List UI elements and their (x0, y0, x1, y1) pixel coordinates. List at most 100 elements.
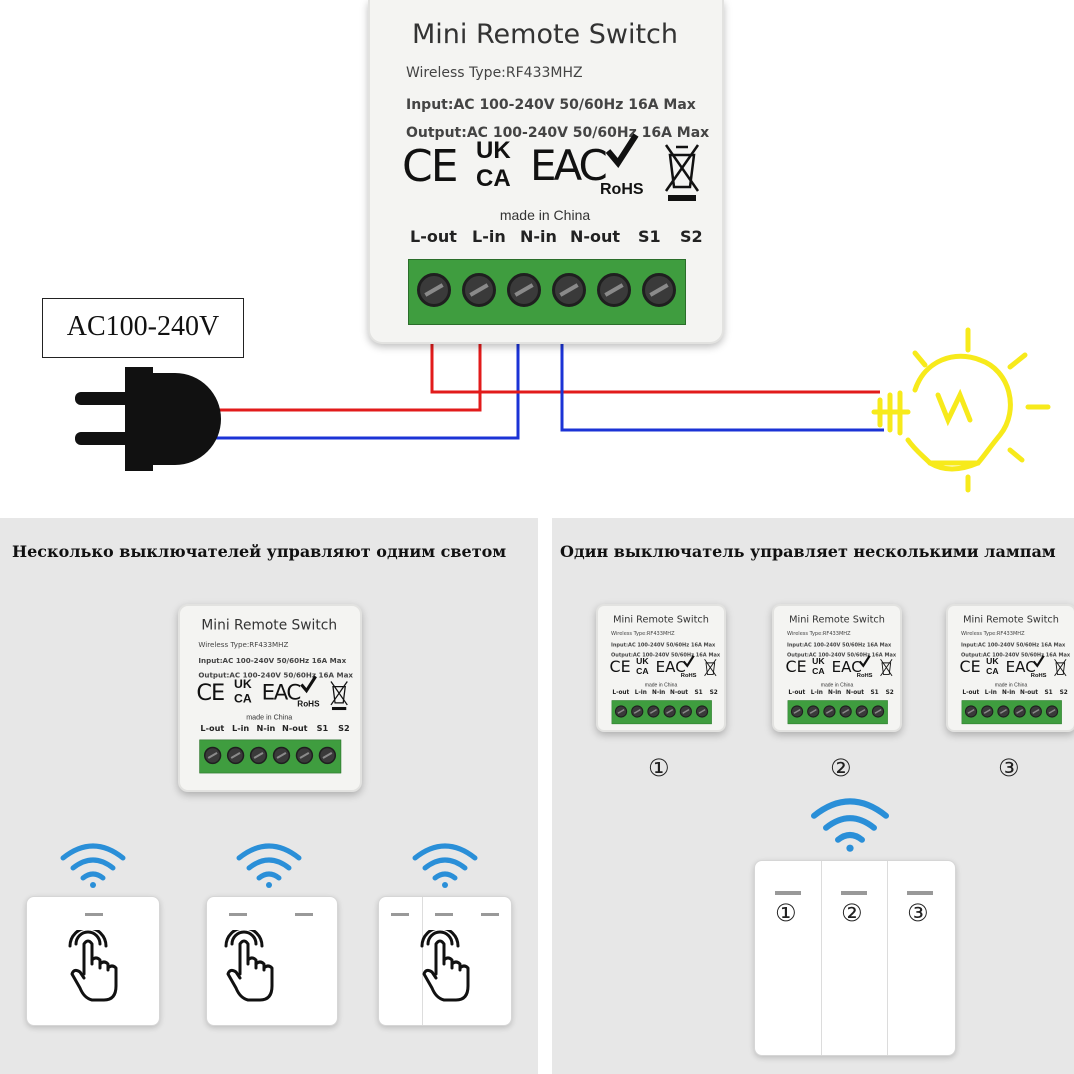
weee-bin-icon (880, 659, 893, 677)
wiring-diagram: AC100-240V Mini Remote Switch Wireless T… (0, 0, 1074, 510)
made-in-label: made in China (246, 713, 293, 722)
indicator-led (841, 891, 867, 895)
panel-many-switches-one-light: Несколько выключателей управляют одним с… (0, 518, 538, 1074)
weee-bin-icon (1054, 659, 1067, 677)
terminal-label-n-out: N-out (846, 688, 865, 696)
neutral-wire-bulb (560, 340, 884, 432)
module-3: Mini Remote Switch Wireless Type:RF433MH… (946, 604, 1074, 732)
weee-bin-icon (664, 144, 700, 201)
terminal-label-l-in: L-in (810, 688, 823, 696)
made-in-label: made in China (499, 207, 591, 223)
terminal-label-n-out: N-out (1020, 688, 1039, 696)
module-title: Mini Remote Switch (201, 617, 338, 634)
wifi-icon (811, 798, 889, 852)
terminal-screw (417, 273, 451, 307)
terminal-label-n-in: N-in (520, 227, 557, 246)
module-number-3: ③ (998, 754, 1020, 782)
ce-mark: CE (785, 657, 807, 677)
terminal-label-n-in: N-in (256, 723, 276, 733)
light-bulb-icon (871, 327, 1051, 493)
uk-mark: UK (986, 656, 999, 667)
rohs-mark: RoHS (680, 672, 697, 679)
terminal-screw (642, 273, 676, 307)
rohs-mark: RoHS (600, 181, 644, 198)
indicator-led (435, 913, 453, 916)
terminal-screw (462, 273, 496, 307)
terminal-label-l-out: L-out (962, 688, 980, 696)
certification-marks: CE UK CA EAC RoHS (959, 655, 1067, 681)
terminal-label-l-out: L-out (200, 723, 225, 733)
terminal-label-l-in: L-in (472, 227, 506, 246)
hand-touch-icon (224, 930, 274, 1002)
rohs-mark: RoHS (1030, 672, 1047, 679)
hand-touch-icon (68, 930, 118, 1002)
wifi-icon (236, 843, 302, 888)
mini-remote-switch-module: Mini Remote Switch Wireless Type:RF433MH… (368, 0, 724, 344)
two-gang-remote-switch[interactable] (206, 896, 338, 1026)
module-number-2: ② (830, 754, 852, 782)
terminal-labels: L-out L-in N-in N-out S1 S2 (612, 689, 720, 697)
terminal-label-s1: S1 (1044, 688, 1053, 696)
module-output-spec: Output:AC 100-240V 50/60Hz 16A Max (610, 652, 721, 658)
module-title: Mini Remote Switch (789, 613, 885, 626)
hand-touch-icon (420, 930, 470, 1002)
terminal-label-l-out: L-out (788, 688, 806, 696)
eac-mark: EAC (261, 679, 302, 705)
checkmark-icon (300, 675, 317, 694)
eac-mark: EAC (1005, 657, 1036, 676)
uk-mark: UK (812, 656, 825, 667)
terminal-label-s2: S2 (338, 723, 350, 733)
terminal-label-s1: S1 (694, 688, 703, 696)
terminal-label-s2: S2 (1059, 688, 1068, 696)
terminal-labels: L-out L-in N-in N-out S1 S2 (788, 689, 896, 697)
terminal-label-n-in: N-in (828, 688, 842, 696)
module-output-spec: Output:AC 100-240V 50/60Hz 16A Max (786, 652, 897, 658)
wires (215, 340, 884, 440)
made-in-label: made in China (820, 681, 854, 688)
module-1: Mini Remote Switch Wireless Type:RF433MH… (596, 604, 726, 732)
ca-mark: CA (234, 691, 252, 706)
module-input-spec: Input:AC 100-240V 50/60Hz 16A Max (198, 657, 347, 666)
terminal-label-n-out: N-out (282, 723, 308, 733)
terminal-block (961, 700, 1062, 725)
made-in-label: made in China (644, 681, 678, 688)
module-input-spec: Input:AC 100-240V 50/60Hz 16A Max (406, 97, 696, 113)
module-wireless-type: Wireless Type:RF433MHZ (198, 640, 289, 649)
module-title: Mini Remote Switch (963, 613, 1059, 626)
weee-bin-icon (330, 681, 348, 711)
terminal-label-s1: S1 (870, 688, 879, 696)
ce-mark: CE (959, 657, 981, 677)
uk-mark: UK (234, 677, 252, 692)
terminal-label-l-in: L-in (232, 723, 250, 733)
terminal-block (199, 739, 342, 774)
terminal-label-n-out: N-out (570, 227, 621, 246)
module-input-spec: Input:AC 100-240V 50/60Hz 16A Max (960, 642, 1066, 648)
module-title: Mini Remote Switch (613, 613, 709, 626)
terminal-label-n-in: N-in (652, 688, 666, 696)
terminal-block (787, 700, 888, 725)
terminal-label-n-in: N-in (1002, 688, 1016, 696)
neutral-wire-plug (215, 340, 520, 440)
module-wireless-type: Wireless Type:RF433MHZ (406, 65, 583, 81)
terminal-label-s2: S2 (885, 688, 894, 696)
ca-mark: CA (476, 165, 511, 192)
terminal-screw (507, 273, 541, 307)
ca-mark: CA (812, 666, 825, 677)
panel-one-switch-many-lamps: Один выключатель управляет несколькими л… (552, 518, 1074, 1074)
three-gang-remote-switch[interactable]: ① ② ③ (754, 860, 956, 1056)
eac-mark: EAC (655, 657, 686, 676)
uk-mark: UK (476, 137, 511, 164)
rohs-mark: RoHS (297, 699, 320, 709)
terminal-screw (597, 273, 631, 307)
terminal-block (408, 259, 686, 325)
gang-number-2: ② (841, 899, 863, 927)
module-number-1: ① (648, 754, 670, 782)
module-output-spec: Output:AC 100-240V 50/60Hz 16A Max (198, 671, 354, 680)
terminal-labels: L-out L-in N-in N-out S1 S2 (962, 689, 1070, 697)
weee-bin-icon (704, 659, 717, 677)
module-wireless-type: Wireless Type:RF433MHZ (960, 630, 1025, 637)
indicator-led (85, 913, 103, 916)
indicator-led (295, 913, 313, 916)
terminal-label-s2: S2 (709, 688, 718, 696)
module-wireless-type: Wireless Type:RF433MHZ (610, 630, 675, 637)
